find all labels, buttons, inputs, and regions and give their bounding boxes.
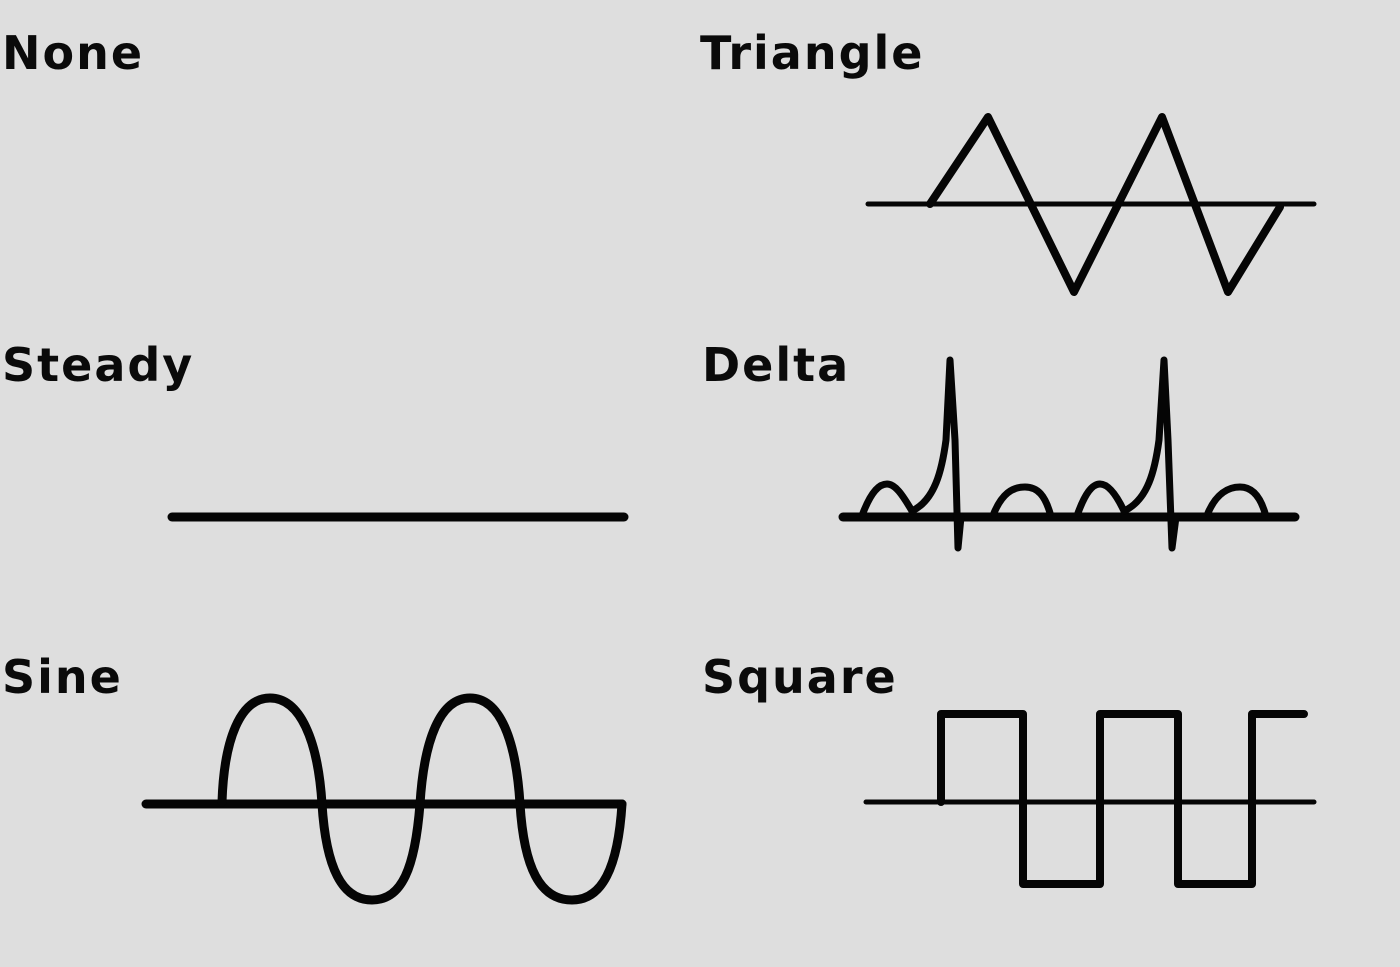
label-delta: Delta (702, 338, 851, 392)
triangle-wave-icon (865, 113, 1317, 296)
label-none: None (2, 26, 145, 80)
label-square: Square (702, 650, 898, 704)
label-sine: Sine (2, 650, 123, 704)
square-wave-icon (863, 710, 1317, 888)
label-steady: Steady (2, 338, 195, 392)
label-triangle: Triangle (700, 26, 925, 80)
delta-wave-icon (838, 356, 1300, 552)
sine-wave-icon (141, 693, 627, 905)
